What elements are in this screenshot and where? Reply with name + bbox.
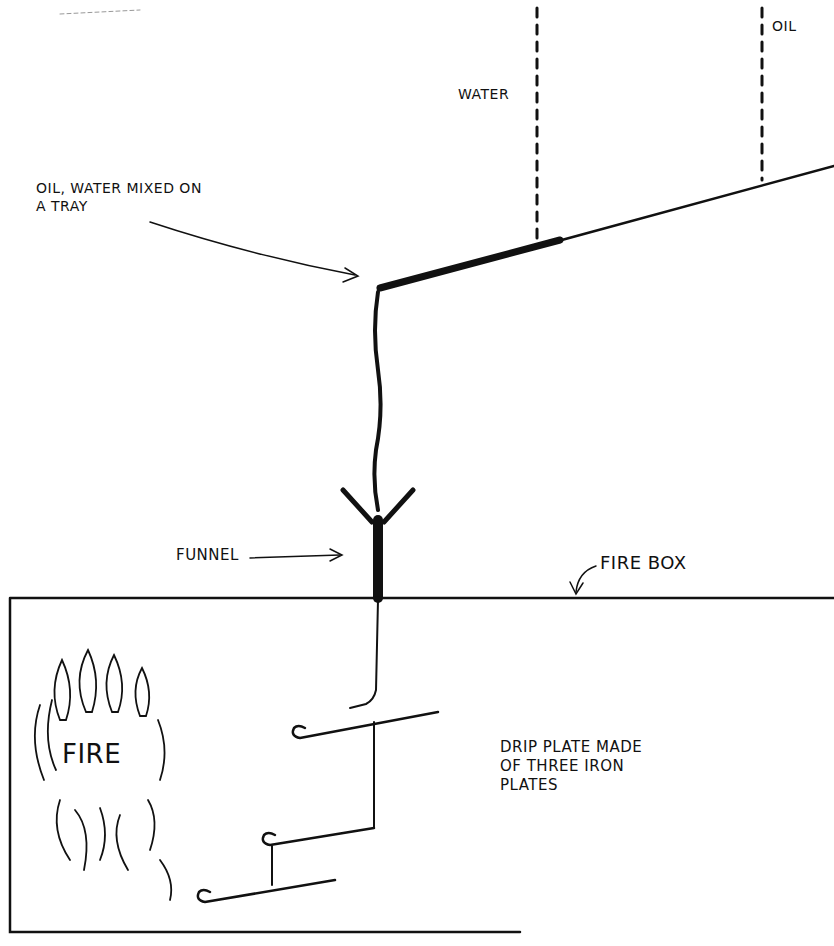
drip-plate-label: DRIP PLATE MADE OF THREE IRON PLATES bbox=[500, 738, 665, 794]
stray-mark bbox=[60, 10, 140, 14]
funnel-label: FUNNEL bbox=[176, 546, 256, 565]
tray bbox=[378, 166, 834, 290]
leader-lines bbox=[150, 222, 596, 594]
drip-plate-1 bbox=[293, 712, 438, 738]
funnel-stem bbox=[373, 520, 383, 598]
drip-stream bbox=[350, 600, 378, 708]
drip-plate-2 bbox=[263, 828, 374, 845]
liquid-stream bbox=[374, 292, 380, 510]
flames bbox=[35, 650, 171, 900]
water-stream bbox=[536, 8, 539, 240]
oil-stream bbox=[761, 8, 764, 180]
stream-label: WATER bbox=[458, 86, 530, 104]
drip-plate-3 bbox=[198, 880, 335, 902]
tray-label: OIL, WATER MIXED ON A TRAY bbox=[36, 180, 211, 215]
fire-box-label: FIRE BOX bbox=[600, 552, 710, 575]
fire-label: FIRE bbox=[62, 738, 152, 771]
stream-label: OIL bbox=[772, 18, 822, 36]
plate-support bbox=[373, 722, 375, 828]
mixed-liquid bbox=[380, 240, 560, 288]
plate-support bbox=[271, 846, 273, 885]
fire-box-outline bbox=[10, 598, 834, 932]
